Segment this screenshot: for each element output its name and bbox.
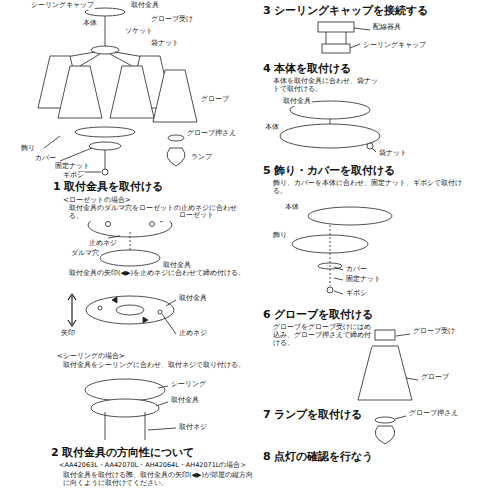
step-heading: 7 ランプを取付ける (262, 408, 363, 421)
part-label: グローブ押さえ (408, 410, 459, 418)
part-label: 袋ナット (150, 40, 180, 48)
case-heading: <シーリングの場合> (56, 352, 126, 360)
step-heading: 4 本体を取付ける (262, 62, 352, 75)
step-heading: 2 取付金具の方向性について (50, 446, 195, 459)
part-label: グローブ受け (412, 328, 456, 336)
part-label: 止めネジ (178, 330, 208, 338)
part-label: 袋ナット (378, 150, 408, 158)
step-heading: 1 取付金具を取付ける (52, 180, 164, 193)
instruction: 取付金具の矢印(◀▶)を止めネジに合わせて締め付ける。 (68, 270, 250, 278)
part-label: 取付ネジ (178, 424, 208, 432)
instruction: 本体を取付金具に合わせ、袋ナットで取付ける。 (272, 78, 384, 94)
part-label: ランプ (190, 154, 213, 162)
part-label: 固定ナット (345, 276, 382, 284)
case-heading: <ローゼットの場合> (62, 196, 132, 204)
part-label: グローブ受け (150, 16, 194, 24)
part-label: 取付金具 (282, 98, 312, 106)
part-label: 取付金具 (130, 2, 160, 10)
part-label: 矢印 (60, 330, 76, 338)
instruction: 取付金具のダルマ穴をローゼットの止めネジに合わせる。 (68, 205, 250, 221)
part-label: シーリングキャップ (362, 42, 427, 50)
part-label: ダルマ穴 (70, 250, 100, 258)
step-heading: 8 点灯の確認を行なう (262, 450, 374, 463)
part-label: ローゼット (178, 212, 215, 220)
part-label: 取付金具 (162, 262, 192, 270)
part-label: 配線器具 (372, 24, 402, 32)
instruction: グローブをグローブ受けにはめ込み、グローブ押さえで締め付ける。 (272, 324, 372, 347)
part-label: 飾り (20, 145, 36, 153)
part-label: ソケット (124, 28, 154, 36)
part-label: シーリング (170, 381, 207, 389)
part-label: 止めネジ (88, 240, 118, 248)
part-label: 本体 (264, 124, 280, 132)
part-label: カバー (34, 155, 57, 163)
step-heading: 5 飾り・カバーを取付ける (262, 164, 396, 177)
instruction: 取付金具を取付ける際、取付金具の矢印(◀▶)が部屋の縦方向に向くように取付けてく… (62, 472, 259, 488)
part-label: 本体 (82, 20, 98, 28)
part-label: ギボシ (62, 172, 85, 180)
instruction: 取付金具をシーリングに合わせ、取付ネジで取り付ける。 (62, 362, 249, 370)
part-label: 取付金具 (170, 397, 200, 405)
part-label: グローブ押さえ (186, 130, 237, 138)
step-heading: 6 グローブを取付ける (262, 308, 374, 321)
instruction: 飾り、カバーを本体に合わせ、固定ナット、ギボシで取付ける。 (272, 180, 474, 196)
part-label: 固定ナット (54, 163, 91, 171)
part-label: シーリングキャップ (30, 2, 95, 10)
part-label: カバー (345, 266, 368, 274)
case-heading: <AA42063L・AA42070L・AH42064L・AH42071Lの場合> (58, 462, 247, 470)
part-label: グローブ (200, 96, 230, 104)
part-label: グローブ (420, 374, 450, 382)
part-label: ギボシ (345, 290, 368, 298)
part-label: 取付金具 (178, 295, 208, 303)
part-label: 本体 (284, 204, 300, 212)
part-label: 飾り (272, 232, 288, 240)
step-heading: 3 シーリングキャップを接続する (262, 4, 429, 17)
